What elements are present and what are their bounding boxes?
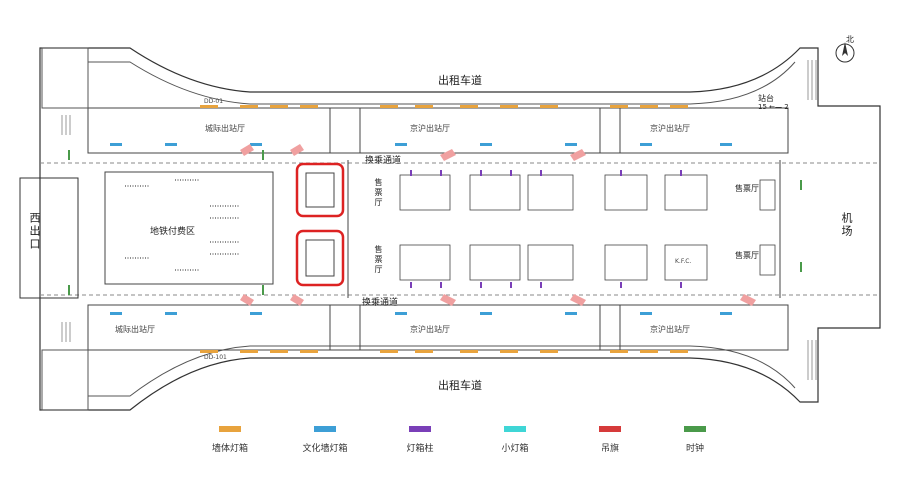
west-exit-block: [19, 177, 79, 299]
zone-bottom-2: 京沪出站厅: [410, 325, 450, 334]
code-bottom-sample: DD-101: [204, 354, 227, 361]
subway-area-box: [104, 171, 274, 285]
building-outline: [39, 47, 881, 411]
ticket-office-left-top: 售票厅: [374, 178, 383, 208]
kfc-label: K.F.C.: [675, 258, 692, 265]
ticket-office-left-bottom: 售票厅: [374, 245, 383, 275]
bottom-band: [87, 304, 789, 351]
code-top-sample: DD-01: [204, 98, 224, 105]
road-bottom-label: 出租车道: [438, 379, 482, 392]
zone-top-1: 城际出站厅: [205, 124, 245, 133]
legend-swatch-icon: [219, 426, 241, 432]
legend-item: 文化墙灯箱: [280, 426, 370, 455]
airport-label: 机场: [840, 212, 853, 238]
road-inner-bottom: [88, 345, 796, 397]
subway-area-label: 地铁付费区: [150, 227, 196, 237]
legend-item: 墙体灯箱: [185, 426, 275, 455]
west-exit-label: 西出口: [28, 212, 41, 251]
platform-label: 站台: [758, 94, 774, 103]
legend-swatch-icon: [684, 426, 706, 432]
ticket-office-right-top: 售票厅: [735, 184, 759, 193]
north-arrow-icon: [835, 42, 855, 63]
road-inner-top: [88, 61, 796, 105]
zone-top-2: 京沪出站厅: [410, 124, 450, 133]
legend-swatch-icon: [504, 426, 526, 432]
top-band: [87, 107, 789, 154]
legend-item: 时钟: [650, 426, 740, 455]
ticket-office-right-bottom: 售票厅: [735, 251, 759, 260]
legend-swatch-icon: [314, 426, 336, 432]
map-legend: 墙体灯箱 文化墙灯箱 灯箱柱 小灯箱 吊旗 时钟: [185, 426, 745, 456]
highlight-box-2: [295, 229, 345, 287]
zone-bottom-3: 京沪出站厅: [650, 325, 690, 334]
legend-item: 吊旗: [565, 426, 655, 455]
road-top-label: 出租车道: [438, 74, 482, 87]
legend-item: 灯箱柱: [375, 426, 465, 455]
highlight-box-1: [295, 162, 345, 218]
zone-top-3: 京沪出站厅: [650, 124, 690, 133]
north-label: 北: [846, 35, 854, 44]
platform-number: 15 ←— 2: [758, 103, 789, 111]
legend-swatch-icon: [409, 426, 431, 432]
zone-bottom-1: 城际出站厅: [115, 325, 155, 334]
transfer-bottom-label: 换乘通道: [362, 298, 399, 308]
transfer-top-label: 换乘通道: [365, 156, 402, 166]
legend-item: 小灯箱: [470, 426, 560, 455]
legend-swatch-icon: [599, 426, 621, 432]
